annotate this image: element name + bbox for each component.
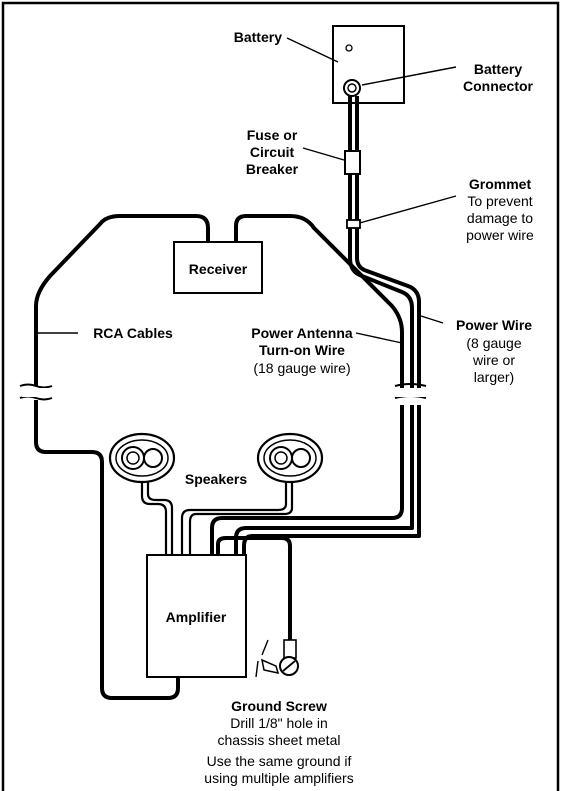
power-wire-label: Power Wire [456, 317, 532, 333]
receiver-box [173, 241, 263, 294]
fuse-label-3: Breaker [246, 161, 299, 177]
fuse-icon [344, 150, 361, 175]
grommet-icon [346, 219, 361, 229]
antenna-label-1: Power Antenna [251, 325, 353, 341]
power-wire-note-2: wire or [472, 352, 515, 368]
grommet-title: Grommet [469, 176, 532, 192]
ground-note-2: chassis sheet metal [218, 732, 341, 748]
battery [332, 25, 405, 104]
speakers-label: Speakers [185, 471, 247, 487]
ground-screw-title: Ground Screw [231, 698, 327, 714]
grommet-leader [355, 195, 457, 225]
fuse-leader [302, 147, 345, 161]
receiver-label: Receiver [189, 261, 248, 277]
fuse-label-1: Fuse or [247, 127, 298, 143]
antenna-turn-on-wire [234, 214, 404, 392]
speaker-left [108, 432, 176, 484]
battery-leader [286, 37, 339, 63]
rca-cables [34, 214, 210, 386]
battery-body [332, 25, 405, 104]
amplifier-box [146, 554, 247, 678]
amplifier-label: Amplifier [166, 609, 227, 625]
ground-wire [216, 536, 292, 640]
break-marks [19, 383, 427, 401]
grommet-note-2: damage to [467, 210, 533, 226]
battery-connector-label-2: Connector [463, 78, 534, 94]
battery-connector-label-1: Battery [474, 61, 522, 77]
speaker-wire-right [180, 482, 288, 555]
ground-screw-icon [255, 639, 299, 678]
fuse-label-2: Circuit [250, 144, 295, 160]
speaker-wire-left [140, 482, 168, 555]
rca-cables-label: RCA Cables [93, 325, 173, 341]
antenna-label-2: Turn-on Wire [259, 342, 345, 358]
battery-label: Battery [234, 29, 282, 45]
power-wire-note-1: (8 gauge [466, 335, 521, 351]
speaker-right [256, 432, 324, 484]
battery-vent-icon [345, 44, 353, 52]
grommet-note-3: power wire [466, 227, 534, 243]
power-wire-note-3: larger) [474, 369, 514, 385]
ground-note-3: Use the same ground if [207, 753, 352, 769]
battery-connector-leader [361, 66, 457, 86]
ground-note-1: Drill 1/8" hole in [230, 715, 328, 731]
antenna-label-3: (18 gauge wire) [253, 360, 350, 376]
ground-note-4: using multiple amplifiers [204, 770, 353, 786]
grommet-note-1: To prevent [467, 193, 532, 209]
